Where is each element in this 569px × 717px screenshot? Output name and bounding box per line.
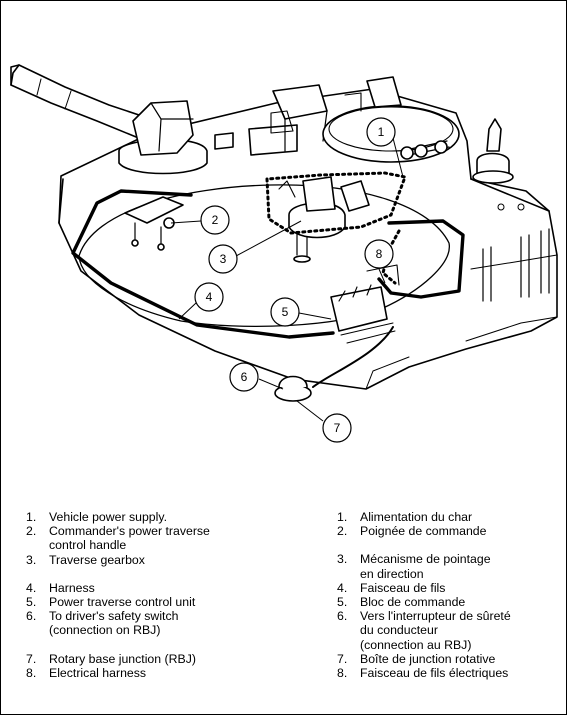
legend-number: 7. bbox=[26, 651, 37, 666]
dotted-wiring-loop bbox=[265, 171, 408, 235]
leader-line-8 bbox=[378, 268, 386, 284]
periscope-housing-left bbox=[118, 100, 208, 175]
callout-label-7: 7 bbox=[334, 421, 341, 435]
sight-blocks bbox=[214, 84, 328, 156]
legend-en-item-1: 1. Vehicle power supply. bbox=[26, 510, 286, 524]
legend-number: 2. bbox=[337, 524, 348, 539]
legend-fr-item-4: 4. Faisceau de fils bbox=[337, 581, 565, 595]
callout-circle-2 bbox=[200, 205, 230, 235]
callout-circle-7 bbox=[322, 413, 352, 443]
legend-en-item-8: 8. Electrical harness bbox=[26, 666, 286, 680]
legend-fr-item-2: 2. Poignée de commande bbox=[337, 524, 565, 538]
legend-fr-item-7: 7. Boîte de junction rotative bbox=[337, 652, 565, 666]
callout-circle-6 bbox=[229, 362, 259, 392]
callout-circle-8 bbox=[364, 239, 394, 269]
legend-text: Poignée de commande bbox=[360, 524, 487, 539]
legend-en-item-7: 7. Rotary base junction (RBJ) bbox=[26, 652, 286, 666]
legend-text: Bloc de commande bbox=[360, 595, 466, 610]
legend-number: 8. bbox=[337, 666, 348, 681]
legend-number: 4. bbox=[337, 580, 348, 595]
legend-text: To driver's safety switch (connection on… bbox=[49, 609, 179, 638]
turret-illustration: 1 2 3 4 5 6 7 8 bbox=[10, 64, 558, 443]
legend-number: 8. bbox=[26, 665, 37, 680]
leader-line-2 bbox=[170, 220, 202, 224]
legend-en-item-3: 3. Traverse gearbox bbox=[26, 553, 286, 567]
legend-number: 5. bbox=[337, 595, 348, 610]
callout-label-2: 2 bbox=[212, 213, 219, 227]
callout-label-1: 1 bbox=[378, 125, 385, 139]
antenna-base bbox=[472, 118, 514, 184]
legend-text: Faisceau de fils bbox=[360, 580, 446, 595]
callout-label-6: 6 bbox=[241, 370, 248, 384]
legend-number: 3. bbox=[337, 552, 348, 567]
callout-label-5: 5 bbox=[282, 305, 289, 319]
control-unit-box bbox=[330, 264, 400, 344]
leader-line-3 bbox=[235, 220, 302, 257]
rbj-cable bbox=[312, 326, 394, 388]
legend-text: Mécanisme de pointage en direction bbox=[360, 552, 491, 581]
legend-text: Vehicle power supply. bbox=[49, 510, 168, 524]
callout-circle-5 bbox=[270, 297, 300, 327]
legend-text: Commander's power traverse control handl… bbox=[49, 524, 210, 553]
traverse-gearbox bbox=[278, 176, 370, 263]
legend-number: 3. bbox=[26, 552, 37, 567]
legend-text: Power traverse control unit bbox=[49, 595, 196, 610]
legend-number: 6. bbox=[26, 609, 37, 624]
gun-barrel bbox=[10, 64, 152, 140]
harness-cable bbox=[71, 189, 335, 339]
legend-english: 1. Vehicle power supply. 2. Commander's … bbox=[26, 510, 286, 680]
control-handle bbox=[124, 196, 184, 251]
legend-en-item-6: 6. To driver's safety switch (connection… bbox=[26, 609, 286, 637]
legend-number: 1. bbox=[337, 510, 348, 524]
leader-line-1 bbox=[392, 137, 404, 178]
leader-line-5 bbox=[298, 312, 332, 320]
callout-label-3: 3 bbox=[220, 252, 227, 266]
callout-circle-1 bbox=[366, 117, 396, 147]
legend-text: Boîte de junction rotative bbox=[360, 651, 496, 666]
leader-line-7 bbox=[296, 400, 324, 422]
callout-circle-4 bbox=[194, 282, 224, 312]
legend-number: 5. bbox=[26, 595, 37, 610]
legend-fr-item-6: 6. Vers l'interrupteur de sûreté du cond… bbox=[337, 609, 565, 652]
legend-number: 2. bbox=[26, 524, 37, 539]
legend-fr-item-1: 1. Alimentation du char bbox=[337, 510, 565, 524]
legend-number: 1. bbox=[26, 510, 37, 524]
legend-number: 7. bbox=[337, 651, 348, 666]
legend-text: Harness bbox=[49, 580, 95, 595]
legend-french: 1. Alimentation du char 2. Poignée de co… bbox=[337, 510, 565, 680]
rotary-base-junction bbox=[274, 375, 312, 402]
legend-text: Electrical harness bbox=[49, 665, 147, 680]
legend-text: Rotary base junction (RBJ) bbox=[49, 651, 196, 666]
legend-fr-item-5: 5. Bloc de commande bbox=[337, 595, 565, 609]
callout-circle-3 bbox=[208, 244, 238, 274]
leader-line-4 bbox=[178, 302, 197, 320]
electrical-harness-cable bbox=[377, 219, 465, 299]
legend-text: Traverse gearbox bbox=[49, 552, 145, 567]
callout-label-8: 8 bbox=[376, 247, 383, 261]
legend-fr-item-8: 8. Faisceau de fils électriques bbox=[337, 666, 565, 680]
leader-line-6 bbox=[258, 378, 284, 390]
legend-en-item-2: 2. Commander's power traverse control ha… bbox=[26, 524, 286, 552]
legend-en-item-4: 4. Harness bbox=[26, 581, 286, 595]
loader-hatch bbox=[322, 76, 460, 163]
legend-number: 6. bbox=[337, 609, 348, 624]
legend-en-item-5: 5. Power traverse control unit bbox=[26, 595, 286, 609]
legend-text: Faisceau de fils électriques bbox=[360, 666, 509, 681]
legend-fr-item-3: 3. Mécanisme de pointage en direction bbox=[337, 552, 565, 580]
legend-number: 4. bbox=[26, 580, 37, 595]
callout-label-4: 4 bbox=[206, 290, 213, 304]
legend-text: Vers l'interrupteur de sûreté du conduct… bbox=[360, 609, 511, 652]
legend-text: Alimentation du char bbox=[360, 510, 473, 524]
